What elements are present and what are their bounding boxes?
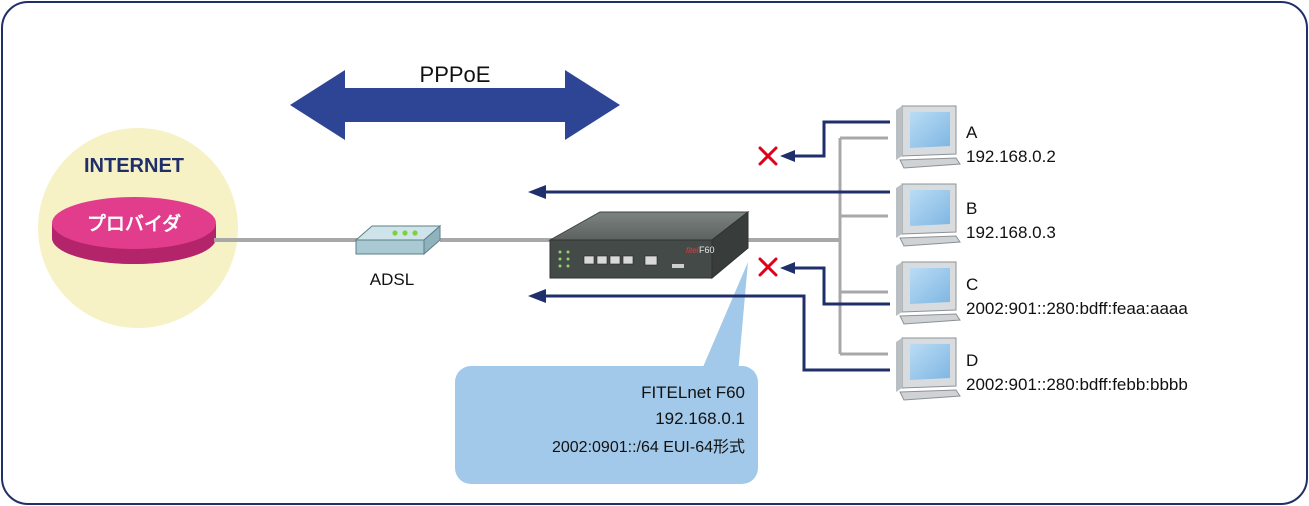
arrow-host-c [792, 266, 890, 306]
router-model-badge: F60 [699, 245, 715, 255]
provider-label: プロバイダ [87, 212, 181, 235]
internet-title: INTERNET [84, 155, 184, 177]
host-b-id: B [966, 199, 977, 218]
pppoe-double-arrow [290, 70, 620, 140]
adsl-label: ADSL [370, 270, 414, 289]
callout-ipv6: 2002:0901::/64 EUI-64形式 [552, 438, 745, 456]
router-callout [455, 262, 758, 484]
arrow-host-d [542, 294, 890, 372]
pppoe-label: PPPoE [420, 62, 491, 87]
adsl-led-2 [402, 230, 408, 236]
router-brand: fitel [686, 246, 699, 255]
arrowhead-a [780, 150, 795, 162]
pc-a [896, 105, 961, 169]
host-d-id: D [966, 351, 978, 370]
callout-ipv4: 192.168.0.1 [655, 409, 745, 428]
pc-c [896, 261, 961, 325]
lan-bus [838, 136, 888, 356]
host-d-address: 2002:901::280:bdff:febb:bbbb [966, 375, 1188, 394]
arrowhead-c [780, 262, 795, 274]
callout-name: FITELnet F60 [641, 383, 745, 402]
adsl-modem [354, 224, 442, 256]
host-b-address: 192.168.0.3 [966, 223, 1056, 242]
pc-d [896, 337, 961, 401]
host-c-id: C [966, 275, 978, 294]
pc-b [896, 183, 961, 247]
router-lan-ports [583, 255, 658, 266]
host-c-address: 2002:901::280:bdff:feaa:aaaa [966, 299, 1188, 318]
adsl-led-3 [412, 230, 418, 236]
adsl-led-1 [392, 230, 398, 236]
arrowhead-b [528, 185, 546, 199]
host-a-address: 192.168.0.2 [966, 147, 1056, 166]
blocked-mark-a [758, 146, 778, 166]
router-status-leds [558, 250, 570, 268]
provider-disc [52, 197, 216, 264]
arrow-host-a [792, 120, 890, 158]
router-device: fitel F60 [548, 210, 750, 280]
host-a-id: A [966, 123, 978, 142]
arrowhead-d [528, 289, 546, 303]
traffic-arrows [542, 120, 890, 372]
blocked-mark-c [758, 257, 778, 277]
